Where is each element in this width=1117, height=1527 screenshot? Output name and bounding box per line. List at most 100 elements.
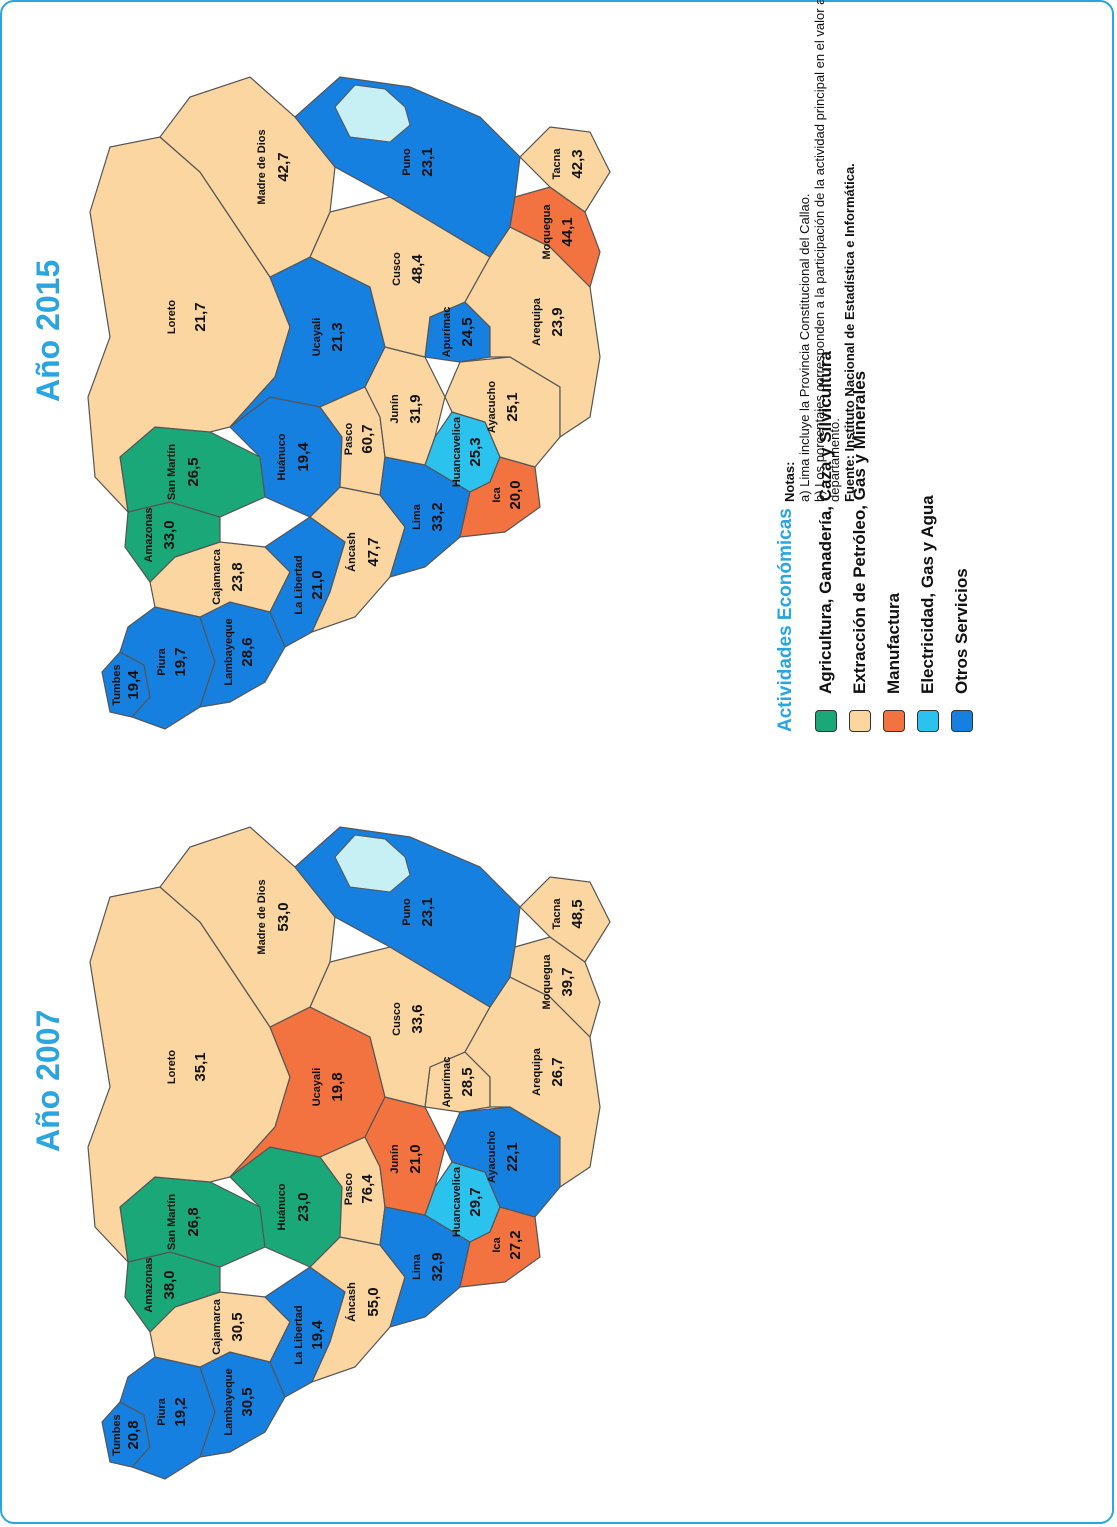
- legend-label-elec: Electricidad, Gas y Agua: [918, 495, 937, 694]
- dept-value-puno: 23,1: [419, 897, 436, 926]
- dept-value-pasco: 60,7: [359, 424, 376, 453]
- dept-name-arequipa: Arequipa: [531, 297, 543, 346]
- dept-cajamarca: [149, 1291, 291, 1368]
- dept-value-apurimac: 24,5: [459, 317, 476, 346]
- dept-value-tacna: 42,3: [569, 149, 586, 178]
- dept-value-huancavelica: 29,7: [467, 1187, 484, 1216]
- dept-value-madre-de-dios: 42,7: [275, 152, 292, 181]
- dept-value-cajamarca: 30,5: [229, 1312, 246, 1341]
- dept-tacna: [519, 876, 611, 963]
- legend-item-otros: Otros Servicios: [945, 262, 979, 732]
- dept-value-ancash: 55,0: [365, 1287, 382, 1316]
- legend-swatch-ext: [849, 710, 871, 732]
- dept-name-piura: Piura: [156, 1397, 168, 1425]
- dept-name-tumbes: Tumbes: [111, 1414, 123, 1455]
- dept-name-ancash: Áncash: [345, 532, 358, 572]
- dept-value-lambayeque: 30,5: [239, 1387, 256, 1416]
- dept-value-moquegua: 44,1: [559, 217, 576, 246]
- dept-name-piura: Piura: [156, 647, 168, 675]
- note-b: b) Los porcentajes corresponden a la par…: [812, 0, 842, 502]
- dept-name-ayacucho: Ayacucho: [486, 1131, 498, 1183]
- dept-name-cajamarca: Cajamarca: [211, 548, 223, 605]
- legend-swatch-otros: [951, 710, 973, 732]
- dept-value-pasco: 76,4: [359, 1174, 376, 1204]
- dept-value-san-martin: 26,5: [185, 457, 202, 486]
- legend-swatch-agri: [815, 710, 837, 732]
- dept-name-huanuco: Huánuco: [276, 433, 288, 480]
- dept-name-ica: Ica: [491, 1236, 503, 1252]
- dept-name-amazonas: Amazonas: [143, 507, 155, 562]
- dept-value-ayacucho: 25,1: [504, 392, 521, 421]
- dept-value-loreto: 35,1: [192, 1052, 209, 1081]
- dept-name-junin: Junín: [389, 394, 401, 424]
- legend-label-otros: Otros Servicios: [952, 568, 971, 694]
- dept-value-ancash: 47,7: [365, 537, 382, 566]
- dept-name-san-martin: San Martín: [166, 1194, 178, 1251]
- dept-name-loreto: Loreto: [166, 1050, 178, 1085]
- dept-name-puno: Puno: [401, 148, 413, 176]
- dept-moquegua: [509, 186, 601, 289]
- dept-value-piura: 19,2: [172, 1397, 189, 1426]
- dept-value-arequipa: 23,9: [549, 307, 566, 336]
- dept-name-pasco: Pasco: [343, 423, 355, 456]
- note-a: a) Lima incluye la Provincia Constitucio…: [797, 193, 812, 502]
- dept-name-huancavelica: Huancavelica: [451, 416, 463, 487]
- notes: Notas: a) Lima incluye la Provincia Cons…: [782, 0, 857, 502]
- dept-name-lambayeque: Lambayeque: [223, 1368, 235, 1435]
- dept-value-amazonas: 38,0: [161, 1270, 178, 1299]
- dept-name-ayacucho: Ayacucho: [486, 381, 498, 433]
- lake-titicaca-shape: [334, 84, 411, 143]
- lake-titicaca-shape: [334, 834, 411, 893]
- dept-name-madre-de-dios: Madre de Dios: [256, 129, 268, 204]
- dept-value-ica: 27,2: [507, 1230, 524, 1259]
- dept-value-lima: 33,2: [429, 502, 446, 531]
- legend-item-elec: Electricidad, Gas y Agua: [911, 262, 945, 732]
- dept-name-huanuco: Huánuco: [276, 1183, 288, 1230]
- dept-name-cajamarca: Cajamarca: [211, 1298, 223, 1355]
- dept-name-amazonas: Amazonas: [143, 1257, 155, 1312]
- dept-value-huanuco: 19,4: [295, 442, 312, 472]
- dept-name-moquegua: Moquegua: [541, 954, 553, 1010]
- dept-name-apurimac: Apurímac: [441, 1057, 453, 1108]
- dept-value-ucayali: 21,3: [329, 322, 346, 351]
- dept-value-cajamarca: 23,8: [229, 562, 246, 591]
- dept-value-moquegua: 39,7: [559, 967, 576, 996]
- dept-tacna: [519, 126, 611, 213]
- dept-value-cusco: 48,4: [409, 254, 426, 284]
- dept-value-puno: 23,1: [419, 147, 436, 176]
- dept-value-arequipa: 26,7: [549, 1057, 566, 1086]
- legend-label-man: Manufactura: [884, 592, 903, 694]
- dept-name-ucayali: Ucayali: [311, 318, 323, 357]
- legend-swatch-man: [883, 710, 905, 732]
- dept-value-lima: 32,9: [429, 1252, 446, 1281]
- dept-name-la-libertad: La Libertad: [293, 555, 305, 614]
- dept-value-junin: 31,9: [407, 394, 424, 423]
- dept-name-tumbes: Tumbes: [111, 664, 123, 705]
- dept-value-lambayeque: 28,6: [239, 637, 256, 666]
- dept-name-madre-de-dios: Madre de Dios: [256, 879, 268, 954]
- dept-name-loreto: Loreto: [166, 300, 178, 335]
- dept-name-tacna: Tacna: [551, 148, 563, 180]
- dept-name-arequipa: Arequipa: [531, 1047, 543, 1096]
- dept-name-moquegua: Moquegua: [541, 204, 553, 260]
- notes-heading: Notas:: [782, 461, 797, 502]
- dept-value-cusco: 33,6: [409, 1004, 426, 1033]
- dept-name-huancavelica: Huancavelica: [451, 1166, 463, 1237]
- dept-name-ica: Ica: [491, 486, 503, 502]
- dept-ayacucho: [444, 1106, 561, 1218]
- dept-name-lambayeque: Lambayeque: [223, 618, 235, 685]
- legend-swatch-elec: [917, 710, 939, 732]
- dept-name-ucayali: Ucayali: [311, 1068, 323, 1107]
- dept-ayacucho: [444, 356, 561, 468]
- dept-name-cusco: Cusco: [391, 252, 403, 286]
- dept-name-lima: Lima: [411, 1253, 423, 1280]
- dept-value-piura: 19,7: [172, 647, 189, 676]
- dept-value-san-martin: 26,8: [185, 1207, 202, 1236]
